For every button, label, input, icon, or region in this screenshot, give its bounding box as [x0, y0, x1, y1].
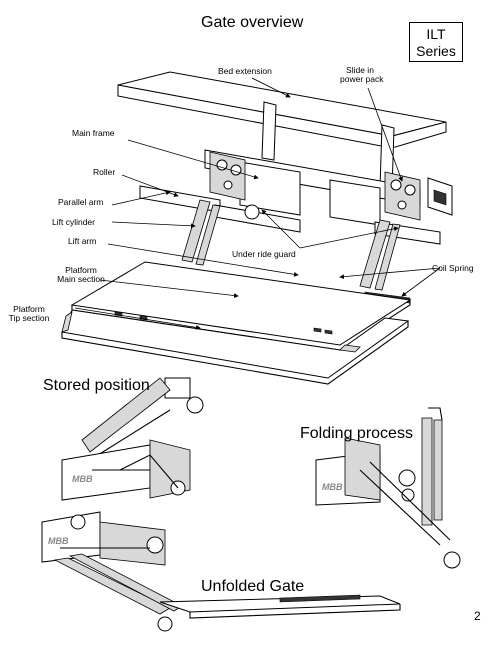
unfolded-gate-drawing: MBB — [41, 511, 401, 632]
logo-folding: MBB — [322, 482, 343, 492]
logo-stored: MBB — [72, 474, 93, 484]
section-stored-position: Stored position — [43, 377, 150, 394]
label-platform-main-line-1: Platform — [65, 265, 97, 275]
label-main-frame: Main frame — [72, 128, 115, 138]
label-coil-spring: Coil Spring — [432, 263, 474, 273]
gate-exploded-drawing — [61, 71, 453, 385]
bed-extension-part — [117, 71, 447, 149]
label-bed-extension: Bed extension — [218, 66, 272, 76]
label-roller: Roller — [93, 167, 116, 177]
stored-position-drawing: MBB — [61, 377, 204, 501]
lift-arms — [181, 199, 401, 291]
section-unfolded-gate: Unfolded Gate — [201, 578, 305, 595]
platform-tip-section — [61, 309, 410, 385]
main-frame-part — [204, 101, 421, 226]
power-pack-part — [427, 177, 453, 216]
label-under-ride-guard: Under ride guard — [232, 249, 296, 259]
series-badge: ILT Series — [409, 22, 463, 62]
label-platform-main-line-2: Main section — [57, 274, 105, 285]
label-lift-cylinder: Lift cylinder — [52, 217, 95, 227]
label-platform-tip-line-1: Platform — [13, 304, 45, 314]
label-slide-in-line-2: power pack — [340, 74, 384, 85]
label-lift-arm: Lift arm — [68, 236, 97, 246]
series-line-2: Series — [416, 43, 456, 59]
label-platform-tip-section: Platform Tip section — [4, 304, 54, 324]
left-hinge-assembly — [209, 151, 246, 201]
logo-unfolded: MBB — [48, 536, 69, 546]
label-slide-in-line-1: Slide in — [346, 65, 374, 75]
label-platform-main-section: Platform Main section — [56, 265, 106, 285]
series-line-1: ILT — [426, 26, 446, 42]
right-hinge-assembly — [384, 171, 421, 221]
section-folding-process: Folding process — [300, 425, 413, 442]
page-title: Gate overview — [201, 14, 304, 31]
label-slide-in-power-pack: Slide in power pack — [340, 65, 384, 85]
folding-process-drawing: MBB — [315, 407, 461, 569]
label-parallel-arm: Parallel arm — [58, 197, 104, 207]
label-platform-tip-line-2: Tip section — [8, 313, 50, 324]
page-number: 2 — [474, 609, 481, 623]
